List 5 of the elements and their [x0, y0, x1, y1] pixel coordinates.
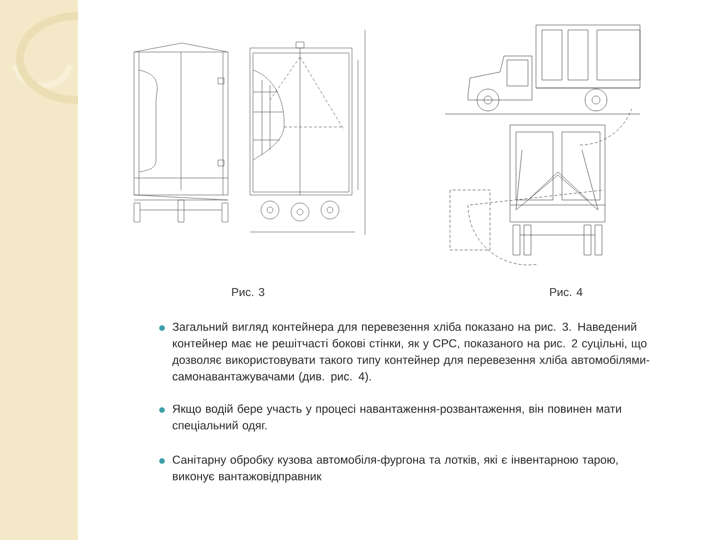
bullet-paragraph: Загальний вигляд контейнера для перевезення хліба показано на рис. 3. Наведений контейнер має не решітчасті бокові стінки, як у СРС, показаного на рис. 2 суцільні, що дозволяє використовувати такого типу контейнер для перевезення хліба автомобілями-самонавантажувачами (див. рис. 4).	[172, 322, 650, 383]
figure-caption: Рис. 4	[550, 288, 582, 296]
bullet-paragraph: Санітарну обробку кузова автомобіля-фургона та лотків, які є інвентарною тарою, виконує вантажовідправник	[172, 455, 618, 483]
figure-caption: Рис. 3	[232, 288, 264, 296]
bullet-paragraph: Якщо водій бере участь у процесі навантаження-розвантаження, він повинен мати спеціальний одяг.	[172, 404, 621, 432]
